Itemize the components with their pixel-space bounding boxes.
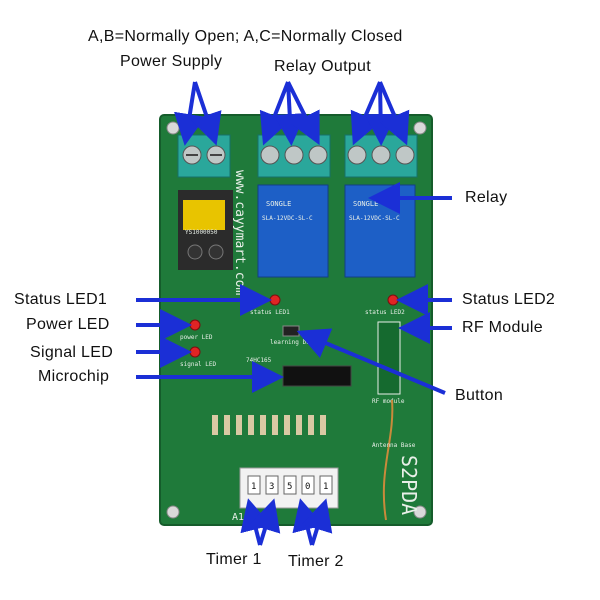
- website-silkscreen: www.cayymart.com: [232, 170, 247, 295]
- mounting-hole: [166, 121, 180, 135]
- relay1-terminal-block: [257, 134, 331, 178]
- signal-led-silk: signal LED: [180, 361, 217, 368]
- arrow-relay-out-2a: [350, 81, 382, 146]
- label-power-supply: Power Supply: [120, 53, 223, 70]
- label-timer1: Timer 1: [206, 551, 262, 568]
- dip-char-1: 1: [251, 482, 256, 492]
- mounting-hole: [413, 505, 427, 519]
- label-status-led2: Status LED2: [462, 291, 556, 308]
- power-led: [189, 319, 201, 331]
- arrow-relay-out-2b: [364, 81, 397, 146]
- power-module: YS1000050: [178, 190, 233, 270]
- signal-led: [189, 346, 201, 358]
- label-relay: Relay: [465, 189, 508, 206]
- relay2-brand: SONGLE: [353, 200, 378, 208]
- dip-char-4: 0: [305, 482, 310, 492]
- status-led2-silk: status LED2: [365, 309, 405, 316]
- mounting-hole: [413, 121, 427, 135]
- power-led-silk: power LED: [180, 334, 213, 341]
- arrow-relay-out-2c: [378, 81, 410, 146]
- silk-a1: A1: [232, 512, 244, 523]
- dip-char-2: 3: [269, 482, 274, 492]
- relay2-model: SLA-12VDC-SL-C: [349, 215, 400, 222]
- relay1-model: SLA-12VDC-SL-C: [262, 215, 313, 222]
- callout-arrows: [136, 81, 452, 546]
- label-microchip: Microchip: [38, 368, 110, 385]
- status-led1-silk: status LED1: [250, 309, 290, 316]
- status-led1: [269, 294, 281, 306]
- resistor-array: [212, 415, 326, 435]
- arrow-relay-out-1a: [259, 81, 290, 146]
- rf-module-silk: RF module: [372, 398, 405, 405]
- dip-char-3: 5: [287, 482, 292, 492]
- label-timer2: Timer 2: [288, 553, 344, 570]
- arrow-button: [296, 328, 446, 395]
- label-signal-led: Signal LED: [30, 344, 114, 361]
- dip-char-5: 1: [323, 482, 328, 492]
- label-button: Button: [455, 387, 504, 404]
- antenna-base-silk: Antenna Base: [372, 442, 416, 449]
- arrow-timer2-b: [301, 498, 333, 546]
- label-contacts: A,B=Normally Open; A,C=Normally Closed: [88, 28, 403, 45]
- rf-module: RF module Antenna Base: [372, 321, 416, 521]
- transformer-label: YS1000050: [185, 229, 218, 236]
- chip-label: 74HC165: [246, 357, 272, 364]
- arrow-timer1-b: [249, 498, 281, 546]
- arrow-relay-out-1c: [286, 81, 320, 146]
- arrow-power-2: [191, 81, 222, 146]
- label-power-led: Power LED: [26, 316, 110, 333]
- label-relay-output: Relay Output: [274, 58, 371, 75]
- status-led2: [387, 294, 399, 306]
- microchip: 74HC165: [246, 357, 352, 387]
- mounting-hole: [166, 505, 180, 519]
- relay2-terminal-block: [344, 134, 418, 178]
- relay1-brand: SONGLE: [266, 200, 291, 208]
- label-rf-module: RF Module: [462, 319, 543, 336]
- label-status-led1: Status LED1: [14, 291, 108, 308]
- power-terminal-block: [177, 134, 231, 178]
- arrow-power-1: [174, 81, 206, 146]
- model-silkscreen: S2PDA: [397, 455, 421, 515]
- arrow-relay-out-1b: [273, 81, 306, 146]
- relay1: SONGLE SLA-12VDC-SL-C: [257, 184, 329, 278]
